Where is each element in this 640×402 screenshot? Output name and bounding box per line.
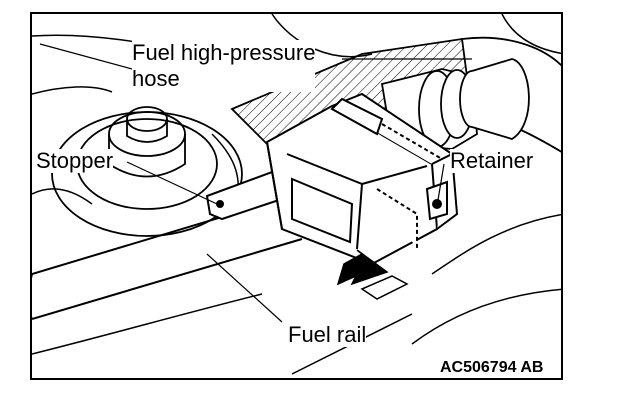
leader-lines (39, 43, 472, 323)
figure-code: AC506794 AB (440, 359, 544, 377)
retainer-label: Retainer (450, 148, 534, 173)
fuel-rail-label: Fuel rail (288, 322, 367, 347)
fuel-rail-pipe (32, 198, 303, 320)
fuel-high-pressure-hose-label: Fuel high-pressure hose (132, 40, 316, 92)
retainer-connector (265, 92, 459, 266)
fuel-rail-illustration (32, 14, 561, 375)
stopper-label: Stopper (36, 148, 114, 173)
diagram-frame: Fuel high-pressure hose Stopper Retainer… (30, 12, 563, 380)
insertion-arrow (336, 249, 409, 300)
